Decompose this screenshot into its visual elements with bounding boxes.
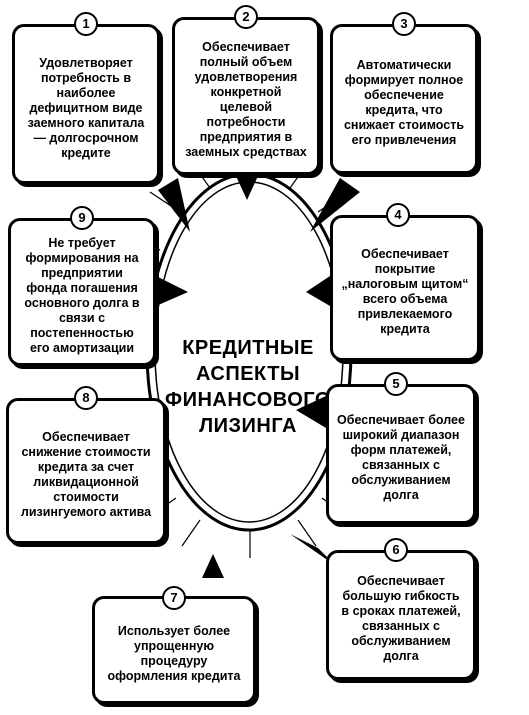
center-title-line: ЛИЗИНГА <box>199 415 297 437</box>
aspect-box-9: Не требует формирования на предприятии ф… <box>8 218 156 366</box>
center-title-line: ФИНАНСОВОГО <box>165 389 331 411</box>
aspect-number-3: 3 <box>392 12 416 36</box>
aspect-text: Обеспечивает большую гибкость в сроках п… <box>341 574 461 663</box>
pointer-5 <box>296 396 326 428</box>
pointer-triangles <box>142 176 360 578</box>
pointer-2 <box>236 176 258 200</box>
pointer-1 <box>158 178 190 232</box>
aspect-box-2: Обеспечивает полный объем удовлетворения… <box>172 17 320 175</box>
aspect-box-3: Автоматически формирует полное обеспечен… <box>330 24 478 174</box>
aspect-number-4: 4 <box>386 203 410 227</box>
pointer-6 <box>290 534 336 566</box>
aspect-box-5: Обеспечивает более широкий диапазон форм… <box>326 384 476 524</box>
aspect-number-2: 2 <box>234 5 258 29</box>
aspect-box-6: Обеспечивает большую гибкость в сроках п… <box>326 550 476 680</box>
aspect-box-1: Удовлетворяет потребность в наиболее деф… <box>12 24 160 184</box>
center-title-line: АСПЕКТЫ <box>195 363 301 385</box>
aspect-text: Использует более упрощенную процедуру оф… <box>107 624 241 683</box>
aspect-box-8: Обеспечивает снижение стоимости кредита … <box>6 398 166 544</box>
aspect-number-5: 5 <box>384 372 408 396</box>
aspect-number-1: 1 <box>74 12 98 36</box>
aspect-text: Удовлетворяет потребность в наиболее деф… <box>27 55 145 160</box>
aspect-box-4: Обеспечивает покрытие „налоговым щитом“ … <box>330 215 480 361</box>
center-title-line: КРЕДИТНЫЕ <box>182 337 314 359</box>
aspect-number-7: 7 <box>162 586 186 610</box>
pointer-9 <box>156 276 188 306</box>
aspect-text: Не требует формирования на предприятии ф… <box>24 236 140 355</box>
aspect-text: Обеспечивает полный объем удовлетворения… <box>185 40 307 159</box>
aspect-text: Автоматически формирует полное обеспечен… <box>343 58 465 147</box>
pointer-7 <box>202 554 224 578</box>
pointer-3 <box>310 178 360 232</box>
aspect-text: Обеспечивает более широкий диапазон форм… <box>337 413 465 502</box>
aspect-number-6: 6 <box>384 538 408 562</box>
aspect-number-8: 8 <box>74 386 98 410</box>
center-title: КРЕДИТНЫЕ АСПЕКТЫ ФИНАНСОВОГО ЛИЗИНГА <box>163 335 333 439</box>
aspect-text: Обеспечивает покрытие „налоговым щитом“ … <box>341 247 469 336</box>
aspect-box-7: Использует более упрощенную процедуру оф… <box>92 596 256 704</box>
aspect-text: Обеспечивает снижение стоимости кредита … <box>20 430 152 519</box>
pointer-4 <box>306 276 330 306</box>
aspect-number-9: 9 <box>70 206 94 230</box>
